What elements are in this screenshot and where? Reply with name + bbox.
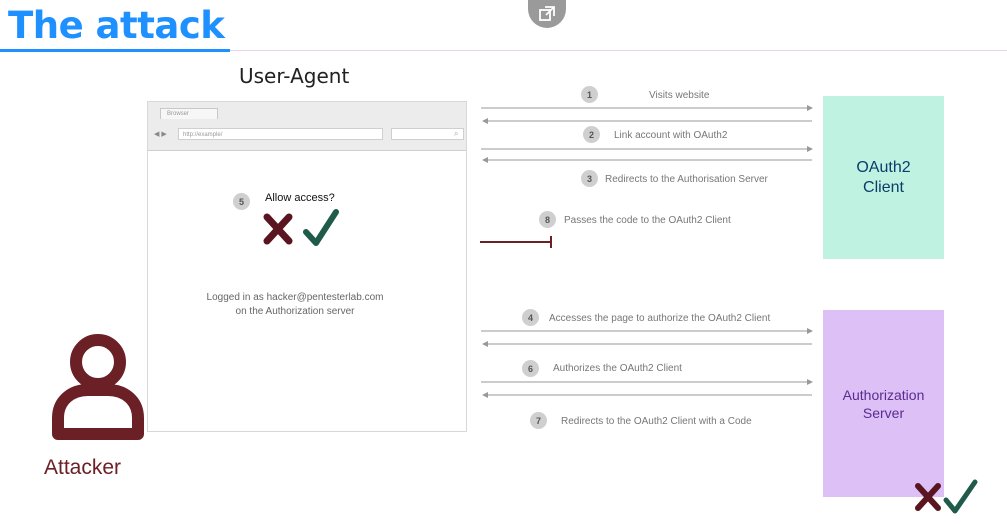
- attacker-label: Attacker: [44, 456, 122, 479]
- oauth2-client-line2: Client: [863, 178, 904, 196]
- attacker-person-icon: [52, 334, 144, 440]
- step-badge-2: 2: [583, 126, 600, 143]
- approve-check-icon[interactable]: [302, 208, 340, 248]
- step-badge-5: 5: [233, 193, 250, 210]
- step-text-3: Redirects to the Authorisation Server: [605, 174, 768, 185]
- step-text-7: Redirects to the OAuth2 Client with a Co…: [561, 416, 752, 427]
- oauth2-client-box: OAuth2 Client: [823, 96, 944, 259]
- server-deny-x-icon: [915, 483, 941, 511]
- header-divider: [230, 50, 1007, 51]
- title-underline: [0, 49, 230, 52]
- browser-window: Browser ◀ ▶ http://example/ ⌕: [147, 101, 467, 432]
- browser-toolbar: Browser ◀ ▶ http://example/ ⌕: [148, 102, 466, 151]
- step-text-4: Accesses the page to authorize the OAuth…: [549, 313, 771, 324]
- step-text-6: Authorizes the OAuth2 Client: [553, 363, 682, 374]
- step-badge-1: 1: [581, 86, 598, 103]
- step-badge-7: 7: [530, 412, 547, 429]
- step-badge-4: 4: [522, 309, 539, 326]
- auth-server-line2: Server: [862, 404, 905, 421]
- oauth2-client-line1: OAuth2: [856, 158, 911, 176]
- search-icon: ⌕: [454, 129, 459, 138]
- logged-in-text: Logged in as hacker@pentesterlab.com: [206, 292, 384, 303]
- browser-nav-arrows[interactable]: ◀ ▶: [154, 131, 167, 138]
- server-approve-check-icon: [943, 479, 978, 514]
- step-text-2: Link account with OAuth2: [614, 130, 728, 141]
- step-text-8: Passes the code to the OAuth2 Client: [564, 215, 731, 226]
- browser-tab[interactable]: Browser: [160, 108, 218, 119]
- expand-icon: [539, 6, 555, 21]
- step-text-1: Visits website: [649, 90, 710, 101]
- allow-access-prompt: Allow access?: [265, 192, 335, 204]
- step-badge-3: 3: [581, 170, 598, 187]
- step-badge-6: 6: [522, 360, 539, 377]
- authorization-server-box: Authorization Server: [823, 310, 944, 497]
- browser-search-box[interactable]: [391, 128, 464, 140]
- user-agent-label: User-Agent: [239, 64, 350, 88]
- page-title: The attack: [8, 4, 225, 47]
- logged-in-server-text: on the Authorization server: [235, 306, 355, 317]
- address-bar[interactable]: http://example/: [178, 128, 383, 140]
- step-badge-8: 8: [539, 211, 556, 228]
- auth-server-line1: Authorization: [842, 386, 925, 403]
- deny-x-icon[interactable]: [262, 212, 294, 246]
